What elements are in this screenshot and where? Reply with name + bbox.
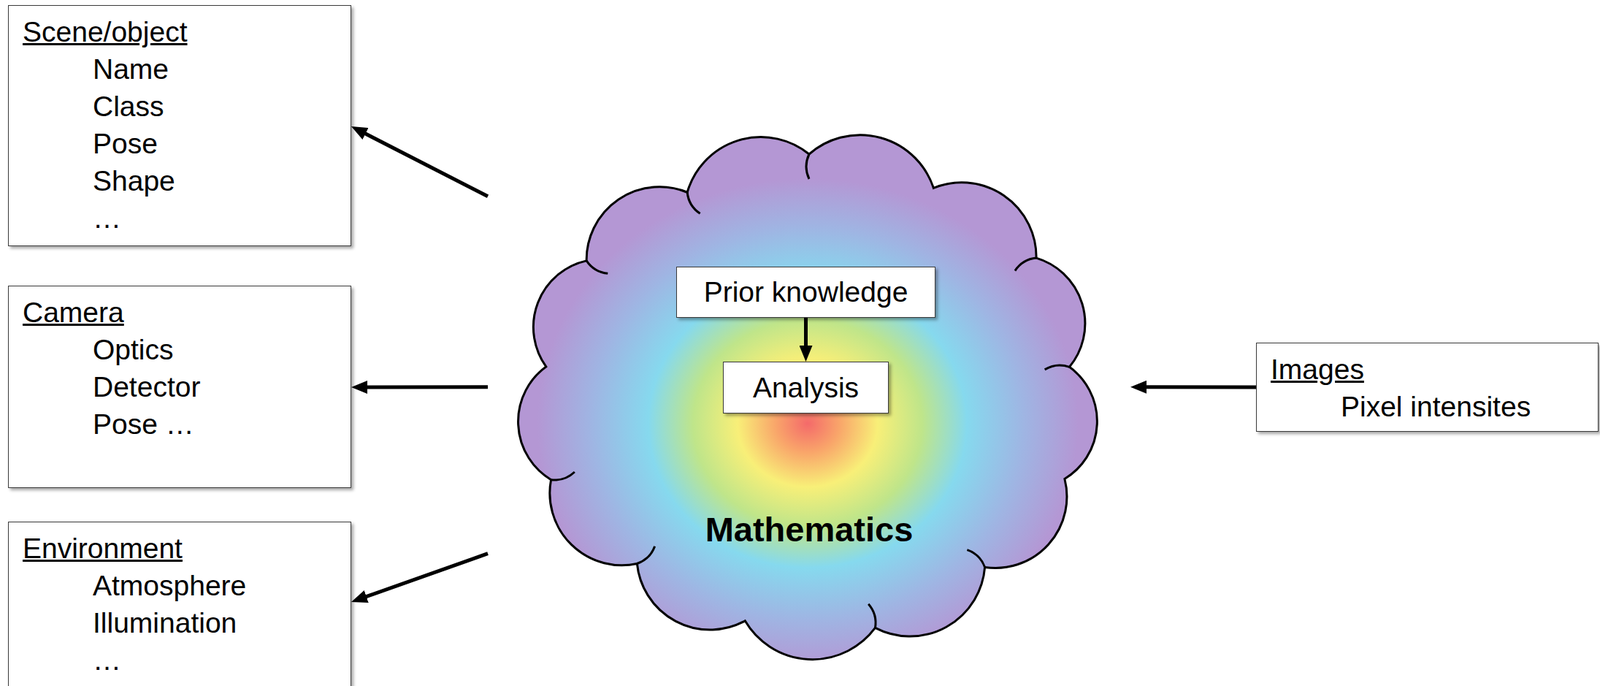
heading-text: Scene/object bbox=[22, 13, 336, 51]
box-label: Prior knowledge bbox=[703, 273, 909, 311]
body-text: Optics Detector Pose … bbox=[92, 330, 201, 443]
box-label: Analysis bbox=[752, 369, 859, 407]
info-box: CameraOptics Detector Pose … bbox=[8, 285, 352, 488]
cloud-fold-stroke bbox=[687, 192, 701, 214]
cloud-fold-stroke bbox=[966, 549, 985, 568]
connector-arrow bbox=[359, 129, 488, 196]
body-text: Name Class Pose Shape … bbox=[92, 50, 176, 237]
cloud-fold-stroke bbox=[1045, 365, 1070, 370]
info-box: Scene/objectName Class Pose Shape … bbox=[8, 5, 352, 247]
body-text: Atmosphere Illumination … bbox=[92, 566, 247, 679]
process-box: Prior knowledge bbox=[676, 266, 936, 318]
body-text: Pixel intensites bbox=[1340, 387, 1584, 426]
connector-arrow bbox=[1139, 384, 1257, 389]
cloud-label: Mathematics bbox=[487, 508, 1131, 550]
cloud-fold-stroke bbox=[636, 546, 655, 564]
heading-text: Images bbox=[1270, 350, 1584, 388]
info-box: EnvironmentAtmosphere Illumination … bbox=[8, 521, 352, 686]
heading-text: Camera bbox=[22, 293, 336, 331]
cloud-fold-stroke bbox=[868, 603, 876, 629]
process-box: Analysis bbox=[722, 361, 889, 414]
connector-arrow bbox=[359, 553, 488, 599]
cloud-fold-stroke bbox=[806, 154, 810, 179]
info-box: ImagesPixel intensites bbox=[1256, 342, 1599, 432]
heading-text: Environment bbox=[22, 529, 336, 567]
cloud-fold-stroke bbox=[1015, 257, 1037, 271]
connector-arrow bbox=[360, 384, 488, 389]
cloud-shape: Mathematics Prior knowledgeAnalysis bbox=[487, 107, 1131, 682]
cloud-fold-stroke bbox=[551, 471, 575, 480]
cloud-outline-path bbox=[518, 135, 1098, 660]
cloud-fold-stroke bbox=[586, 260, 608, 274]
